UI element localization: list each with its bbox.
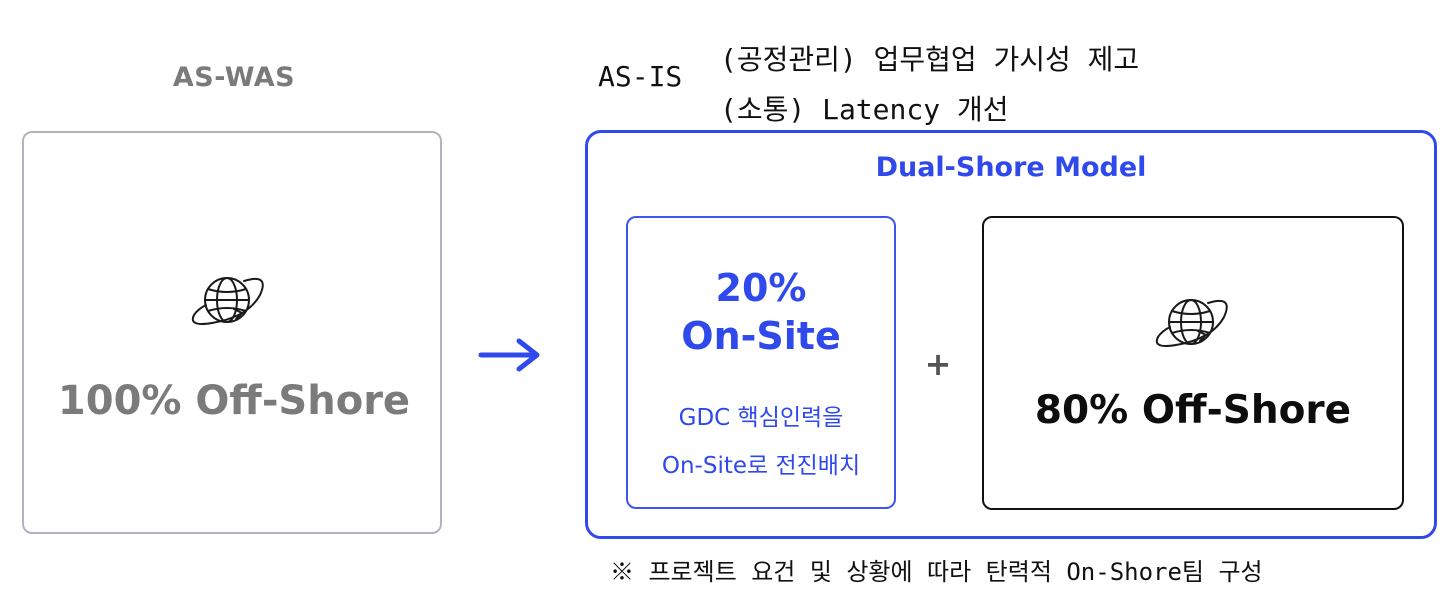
arrow-right-icon (478, 338, 540, 372)
onsite-desc-line-2: On-Site로 전진배치 (661, 453, 861, 479)
asis-goal-line-1: (공정관리) 업무협업 가시성 제고 (720, 43, 1140, 76)
aswas-label: 100% Off-Shore (57, 378, 411, 424)
dual-shore-box (585, 130, 1437, 539)
globe-icon (1155, 299, 1228, 347)
footnote: ※ 프로젝트 요건 및 상황에 따라 탄력적 On-Shore팀 구성 (610, 558, 1263, 586)
onsite-percent: 20% (715, 266, 807, 310)
asis-label: AS-IS (598, 60, 683, 93)
aswas-box (22, 131, 442, 534)
offshore-box (982, 216, 1404, 510)
onsite-desc-line-1: GDC 핵심인력을 (678, 405, 844, 431)
plus-sign: + (924, 345, 952, 383)
asis-goal-line-2: (소통) Latency 개선 (720, 93, 1009, 126)
dual-shore-title: Dual-Shore Model (875, 152, 1147, 183)
onsite-label: On-Site (681, 314, 841, 358)
offshore-label: 80% Off-Shore (1034, 388, 1352, 433)
globe-icon (191, 277, 264, 325)
onsite-box (626, 216, 896, 509)
aswas-title: AS-WAS (172, 62, 296, 93)
